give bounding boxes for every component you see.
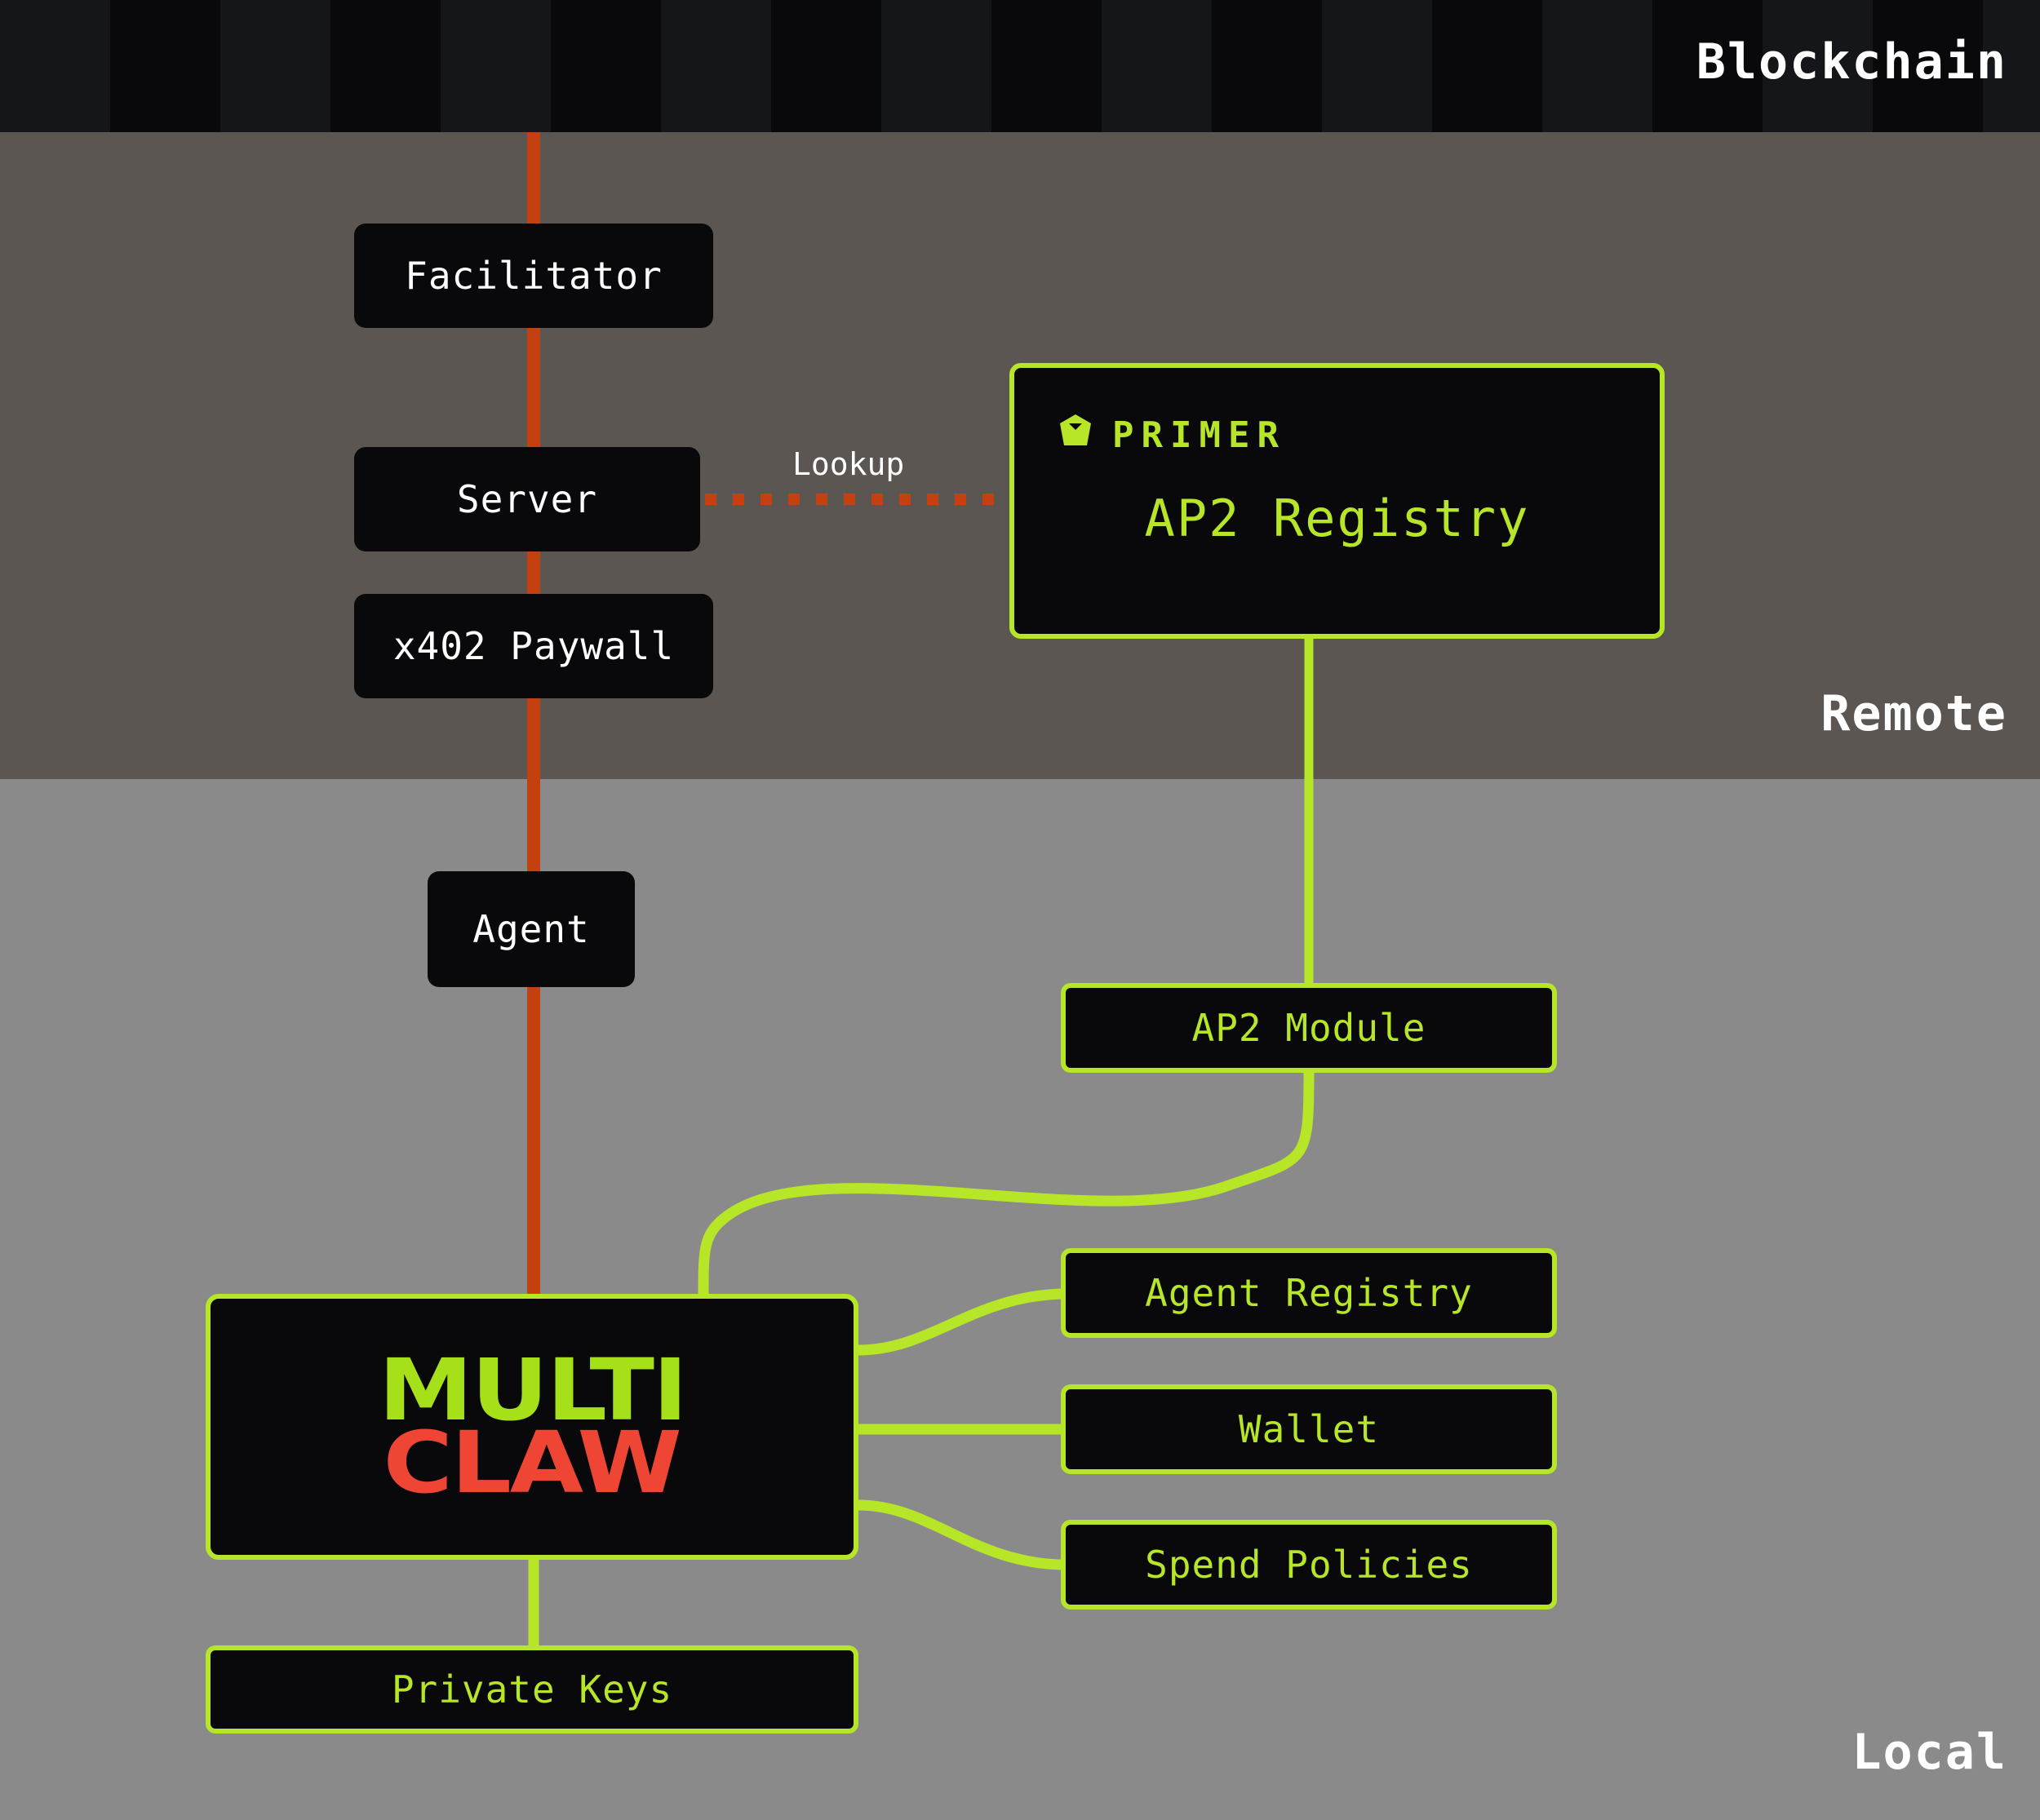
node-wallet-label: Wallet — [1238, 1407, 1380, 1451]
blockchain-stripes — [0, 0, 2040, 132]
node-agent[interactable]: Agent — [428, 871, 635, 987]
zone-label-remote: Remote — [1820, 685, 2007, 742]
node-server-label: Server — [456, 477, 598, 521]
node-wallet[interactable]: Wallet — [1061, 1384, 1557, 1474]
node-ap2-module-label: AP2 Module — [1191, 1006, 1426, 1050]
node-x402-paywall[interactable]: x402 Paywall — [354, 594, 713, 698]
node-server[interactable]: Server — [354, 447, 700, 551]
node-spend-policies[interactable]: Spend Policies — [1061, 1520, 1557, 1610]
node-facilitator-label: Facilitator — [405, 254, 663, 298]
node-ap2-registry-label: AP2 Registry — [1144, 489, 1530, 548]
multiclaw-logo-bottom: CLAW — [383, 1413, 682, 1512]
multiclaw-logo-top: MULTI — [378, 1340, 687, 1440]
zone-label-blockchain: Blockchain — [1696, 33, 2007, 91]
zone-blockchain — [0, 0, 2040, 132]
edge-label-lookup: Lookup — [792, 446, 905, 482]
node-ap2-registry[interactable]: PRIMER AP2 Registry — [1009, 363, 1665, 639]
zone-label-local: Local — [1852, 1724, 2007, 1781]
node-x402-paywall-label: x402 Paywall — [392, 624, 675, 668]
node-multiclaw[interactable]: MULTI CLAW — [206, 1294, 858, 1560]
node-private-keys[interactable]: Private Keys — [206, 1645, 858, 1734]
primer-brand-label: PRIMER — [1112, 414, 1286, 456]
node-agent-registry-label: Agent Registry — [1145, 1271, 1473, 1315]
node-ap2-module[interactable]: AP2 Module — [1061, 983, 1557, 1073]
node-agent-registry[interactable]: Agent Registry — [1061, 1248, 1557, 1338]
node-private-keys-label: Private Keys — [391, 1667, 673, 1712]
node-spend-policies-label: Spend Policies — [1145, 1543, 1473, 1587]
pen-nib-icon — [1057, 412, 1094, 458]
node-agent-label: Agent — [472, 907, 590, 951]
primer-badge: PRIMER — [1057, 412, 1286, 458]
node-facilitator[interactable]: Facilitator — [354, 224, 713, 328]
